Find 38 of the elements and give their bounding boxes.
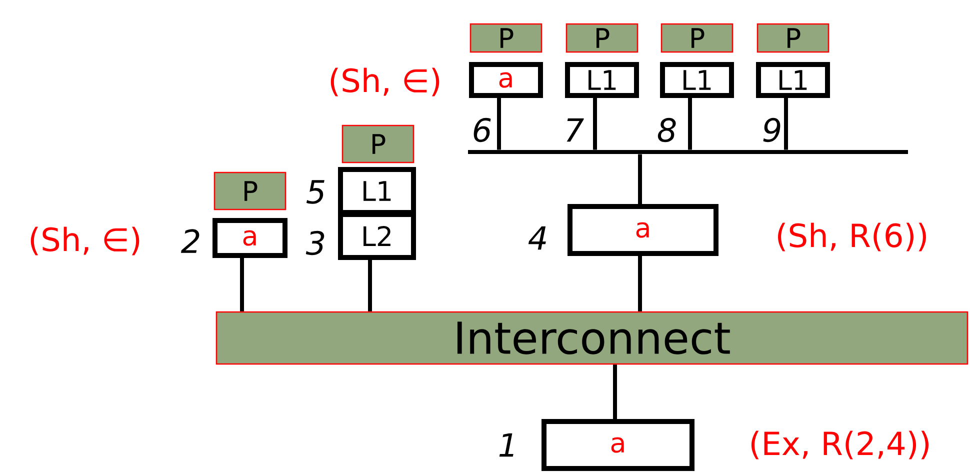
processor-box: P — [566, 23, 638, 53]
state-label: (Sh, R(6)) — [778, 222, 926, 252]
connector-line — [497, 98, 501, 150]
connector-line — [688, 98, 692, 150]
connector-line — [784, 98, 788, 150]
node-number: 6 — [474, 118, 491, 142]
node-number: 9 — [763, 118, 780, 142]
memory-block-box: a — [469, 62, 543, 98]
connector-line — [368, 260, 372, 312]
node-number: 3 — [306, 230, 324, 256]
connector-line — [593, 98, 597, 150]
node-number: 1 — [499, 433, 514, 457]
connector-line — [638, 154, 642, 204]
processor-box: P — [756, 23, 830, 53]
state-label: (Ex, R(2,4)) — [751, 430, 928, 460]
interconnect-bar: Interconnect — [216, 311, 968, 365]
processor-box: P — [214, 172, 286, 210]
cache-box: L1 — [756, 62, 830, 98]
memory-block-box: a — [212, 218, 288, 258]
node-number: 4 — [528, 226, 546, 250]
cache-box: L2 — [338, 212, 416, 260]
cache-box: L1 — [338, 167, 416, 215]
memory-block-box: a — [568, 204, 718, 256]
node-number: 5 — [306, 180, 324, 204]
node-number: 7 — [566, 118, 584, 142]
processor-box: P — [470, 23, 542, 53]
node-number: 8 — [658, 118, 676, 142]
node-number: 2 — [180, 229, 200, 253]
connector-line — [613, 364, 617, 419]
state-label: (Sh, ∈) — [330, 68, 440, 96]
processor-box: P — [342, 124, 414, 164]
cache-box: L1 — [660, 62, 734, 98]
state-label: (Sh, ∈) — [30, 226, 140, 256]
processor-box: P — [660, 23, 734, 53]
memory-block-box: a — [542, 419, 694, 471]
connector-line — [638, 256, 642, 312]
cache-box: L1 — [565, 62, 639, 98]
connector-line — [240, 258, 244, 312]
